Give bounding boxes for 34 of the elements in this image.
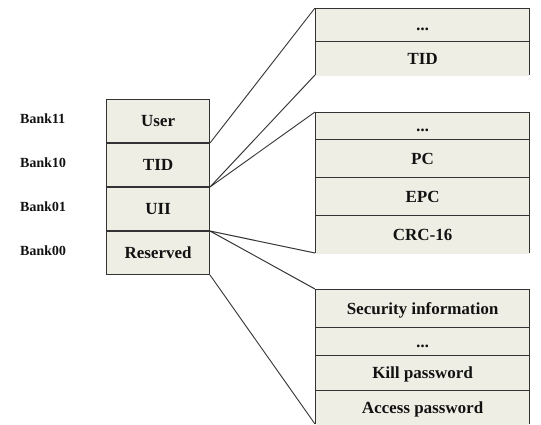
field-label: UII [144, 199, 172, 219]
memory-block [315, 289, 530, 424]
leader-line [210, 112, 316, 188]
memory-bank-row [106, 231, 210, 275]
field-label: Access password [360, 398, 484, 418]
memory-block [315, 112, 530, 253]
bank-label: Bank10 [20, 156, 66, 172]
field-label: Security information [346, 298, 500, 318]
field-label: ... [415, 116, 430, 136]
field-label: ... [415, 332, 430, 352]
memory-block [315, 8, 530, 75]
bank-label: Bank00 [20, 244, 66, 260]
field-label: EPC [404, 186, 440, 206]
field-label: Reserved [123, 243, 193, 263]
memory-field-row [316, 390, 529, 425]
memory-field-row [316, 41, 529, 76]
field-label: User [140, 111, 176, 131]
leader-line [210, 230, 316, 254]
field-label: ... [415, 15, 430, 35]
bank-label: Bank11 [20, 112, 66, 128]
field-label: TID [406, 49, 439, 69]
field-label: Kill password [371, 363, 474, 383]
leader-line [210, 8, 316, 144]
memory-bank-row [106, 187, 210, 231]
memory-field-row [316, 215, 529, 254]
leader-line [210, 230, 316, 290]
field-label: PC [410, 148, 435, 168]
memory-bank-row [106, 99, 210, 143]
leader-line [210, 274, 316, 424]
memory-bank-row [106, 143, 210, 187]
leader-line [210, 74, 316, 188]
field-label: TID [142, 155, 174, 175]
field-label: CRC-16 [392, 225, 454, 245]
bank-label: Bank01 [20, 200, 66, 216]
